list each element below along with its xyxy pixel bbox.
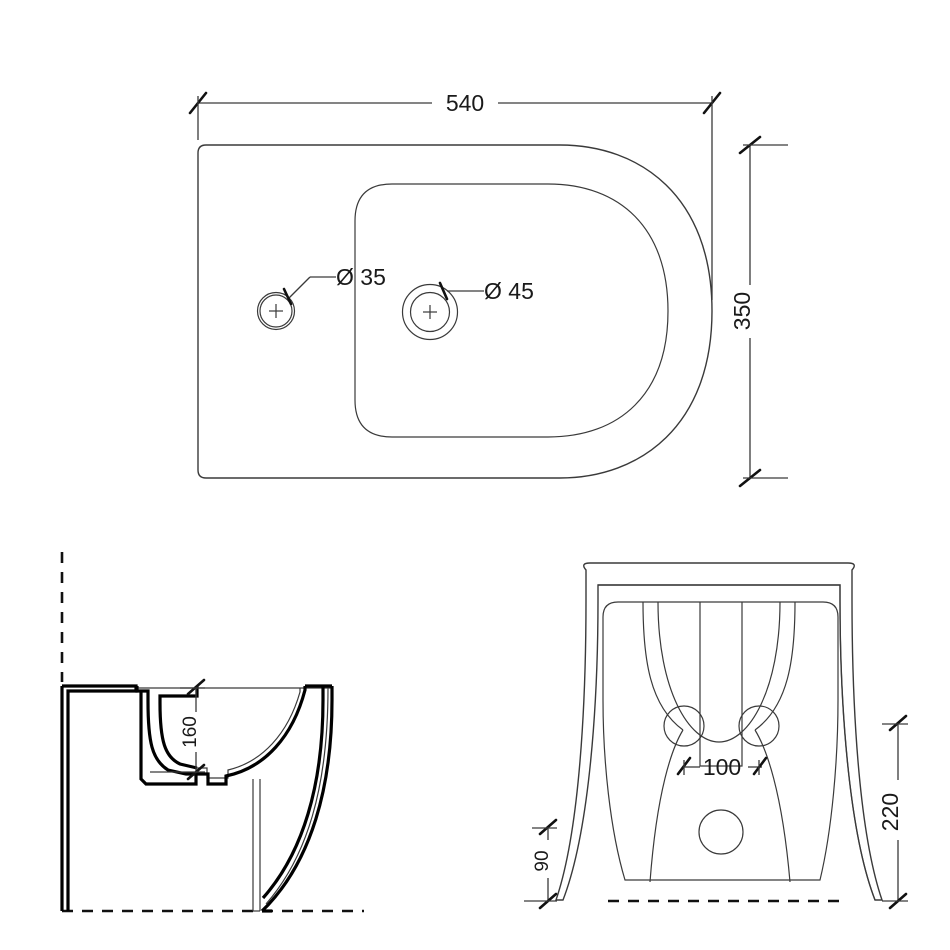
dimension-height-from-floor: 220 (877, 714, 908, 910)
side-view-bowl-curve (196, 686, 307, 786)
dimension-overall-width-label: 540 (446, 90, 484, 116)
front-view-waste-hole (698, 809, 744, 855)
side-view-skirt-trace (265, 687, 329, 905)
side-view-bowl-inner-wall (158, 686, 199, 770)
small-hole-leader (282, 276, 336, 306)
dimension-fixing-spacing-label: 100 (703, 754, 741, 780)
dimension-height-from-floor-label: 220 (877, 793, 903, 831)
front-view-bowl-left-curve (642, 601, 684, 731)
small-hole-label: Ø 35 (336, 264, 386, 290)
top-view-bowl-outline (354, 183, 669, 438)
side-view-skirt-outer (260, 686, 334, 913)
side-section-view: 160 (60, 552, 364, 913)
front-view-bowl-opening (602, 601, 839, 881)
front-view-bowl-right-curve (754, 601, 796, 731)
front-view-bowl-basin-curve (657, 601, 781, 743)
side-view-bowl-sweep (197, 688, 301, 779)
dimension-overall-depth-label: 350 (729, 292, 755, 330)
dimension-overall-depth: 350 (729, 135, 788, 488)
side-view-back-plate-top (62, 684, 138, 911)
side-view-bowl-profile (135, 686, 198, 786)
top-view-large-hole (401, 283, 459, 341)
dimension-bowl-height-label: 160 (180, 716, 201, 748)
front-view-rim-inner-frame (598, 584, 876, 901)
front-view-center-column (699, 602, 743, 767)
dimension-base-offset: 90 (524, 818, 558, 910)
dimension-bowl-height: 160 (150, 678, 206, 781)
dimension-fixing-spacing: 100 (676, 754, 768, 780)
large-hole-leader (438, 281, 484, 301)
top-view: Ø 35 Ø 45 (188, 90, 788, 488)
top-view-outer-outline (197, 144, 713, 479)
front-view-fixing-hole-left (663, 705, 705, 747)
front-view-pedestal-left (649, 729, 684, 883)
dimension-base-offset-label: 90 (532, 850, 553, 871)
front-view: 100 90 220 (524, 562, 908, 910)
front-view-fixing-hole-right (738, 705, 780, 747)
side-view-skirt-inner (261, 686, 325, 900)
front-view-pedestal-right (754, 729, 791, 883)
dimension-overall-width: 540 (188, 90, 722, 300)
large-hole-label: Ø 45 (484, 278, 534, 304)
top-view-small-hole (256, 291, 296, 331)
front-view-rim-outline (555, 562, 883, 901)
